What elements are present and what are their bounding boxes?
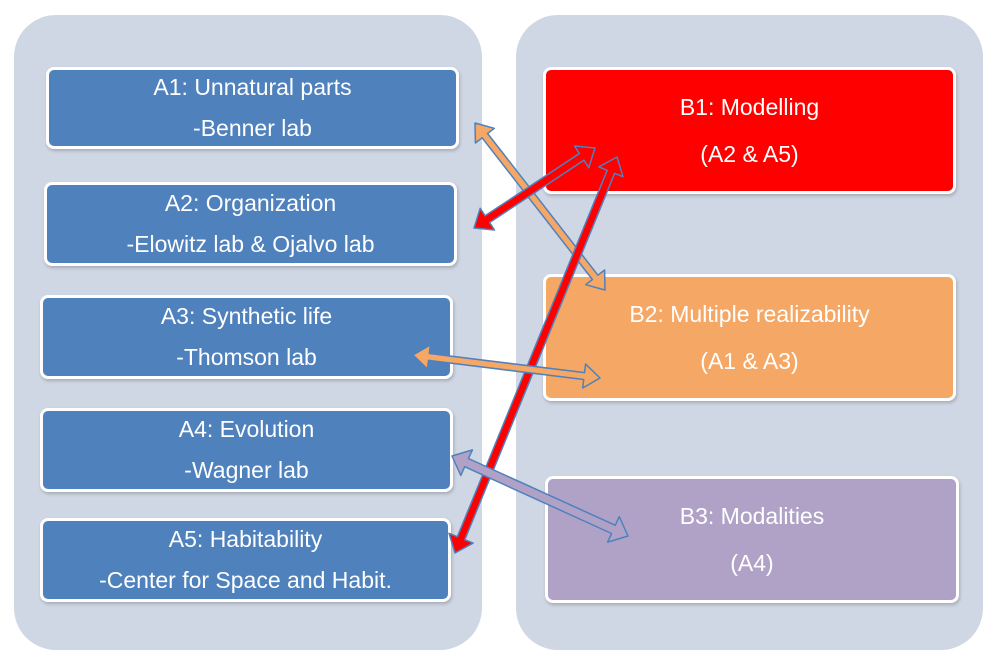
box-title: A3: Synthetic life xyxy=(160,303,333,329)
box-a2: A2: Organization -Elowitz lab & Ojalvo la… xyxy=(44,182,457,266)
box-title: A2: Organization xyxy=(164,190,337,216)
box-a4: A4: Evolution -Wagner lab xyxy=(40,408,453,492)
box-b2: B2: Multiple realizability (A1 & A3) xyxy=(543,274,956,401)
box-title: B1: Modelling xyxy=(679,93,820,120)
arrow-a3-b2 xyxy=(412,344,601,389)
arrow-a2-b1 xyxy=(473,145,596,231)
box-subtitle: -Benner lab xyxy=(193,115,312,141)
box-subtitle: (A1 & A3) xyxy=(700,347,799,374)
arrow-a5-b1 xyxy=(448,156,624,554)
arrow-a1-b2 xyxy=(474,122,606,291)
box-title: A1: Unnatural parts xyxy=(153,74,352,100)
box-subtitle: (A2 & A5) xyxy=(700,140,799,167)
box-subtitle: -Wagner lab xyxy=(184,457,309,483)
box-a5: A5: Habitability -Center for Space and Ha… xyxy=(40,518,451,602)
box-a3: A3: Synthetic life -Thomson lab xyxy=(40,295,453,379)
box-subtitle: -Center for Space and Habit. xyxy=(99,567,392,593)
box-subtitle: -Elowitz lab & Ojalvo lab xyxy=(126,231,375,257)
box-title: A4: Evolution xyxy=(178,416,315,442)
box-a1: A1: Unnatural parts -Benner lab xyxy=(46,67,459,149)
box-b3: B3: Modalities (A4) xyxy=(545,476,959,603)
arrow-a4-b3 xyxy=(451,449,629,543)
box-subtitle: (A4) xyxy=(730,549,774,576)
box-title: A5: Habitability xyxy=(168,526,323,552)
box-subtitle: -Thomson lab xyxy=(176,344,317,370)
box-title: B2: Multiple realizability xyxy=(629,300,870,327)
box-title: B3: Modalities xyxy=(679,502,825,529)
